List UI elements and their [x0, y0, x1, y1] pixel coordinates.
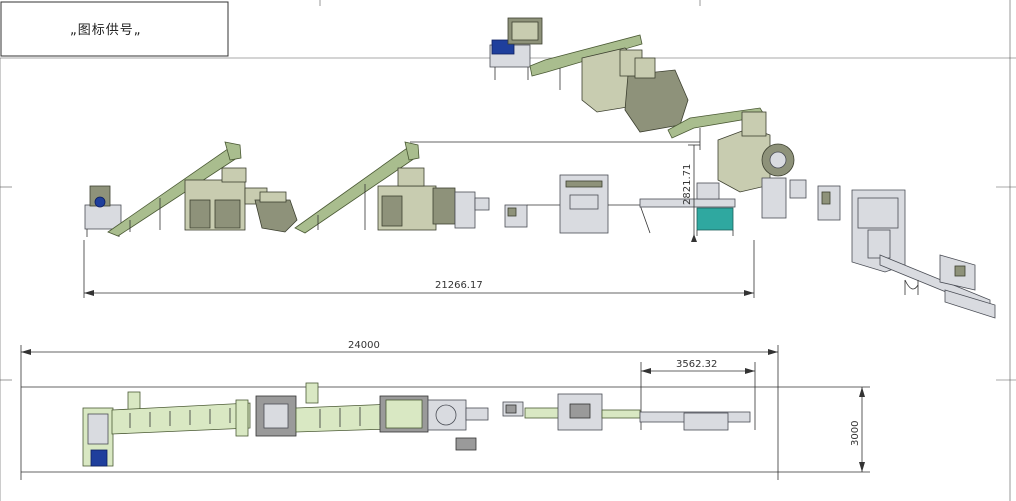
- plan-width-label: 3000: [850, 421, 861, 446]
- plan-length-label: 24000: [348, 340, 380, 351]
- plan-segment-label: 3562.32: [676, 359, 717, 370]
- elevation-height-label: 2821.71: [682, 164, 693, 205]
- isometric-view: [489, 17, 996, 319]
- title-block: „图标供号„: [0, 1, 229, 57]
- plan-view: 24000 3000 3562.32: [20, 340, 870, 480]
- conveyor-slats-1: [129, 408, 231, 428]
- elevation-length-label: 21266.17: [435, 280, 483, 291]
- title-block-text: „图标供号„: [70, 23, 141, 38]
- elevation-view: 2821.71 21266.17: [83, 141, 755, 298]
